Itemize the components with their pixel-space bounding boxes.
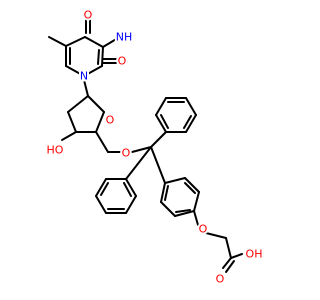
bond: [230, 253, 243, 259]
bonds: [48, 19, 243, 273]
bond: [48, 36, 67, 47]
bond: [95, 178, 107, 197]
bond: [160, 182, 166, 203]
bond: [125, 178, 137, 197]
bond: [184, 182, 196, 194]
atom-label-n1: N: [80, 70, 88, 83]
bond: [83, 79, 89, 97]
atom-label-oh: OH: [246, 248, 263, 261]
bond: [125, 146, 152, 180]
bond: [185, 97, 197, 116]
atom-label-o-phenoxy: O: [199, 223, 208, 236]
bond: [125, 195, 137, 214]
bond: [150, 146, 166, 184]
atom-label-o-carbonyl: O: [216, 273, 225, 286]
bond: [95, 195, 107, 214]
bond: [160, 114, 169, 129]
bond: [184, 177, 200, 193]
bond: [123, 182, 132, 197]
bond: [102, 37, 119, 48]
bond: [193, 191, 200, 212]
bond: [160, 201, 176, 217]
bond: [225, 260, 235, 273]
bond: [65, 36, 86, 47]
bond: [95, 131, 109, 153]
bond: [150, 131, 167, 148]
atom-label-o2: O: [118, 55, 127, 68]
bond: [164, 185, 169, 201]
molecule-structure: O NH O N O HO O O O OH: [45, 7, 265, 288]
bond: [185, 114, 197, 133]
bond: [84, 36, 104, 48]
bond: [155, 114, 167, 133]
bond: [205, 232, 227, 239]
bond: [100, 182, 109, 196]
bond: [87, 95, 105, 113]
bond: [193, 210, 199, 226]
bond: [95, 111, 105, 133]
atom-label-o-ring: O: [106, 114, 115, 127]
atom-label-nh: NH: [116, 31, 133, 44]
bond: [83, 65, 103, 77]
bond: [131, 146, 152, 153]
bond: [174, 210, 195, 217]
bond: [97, 49, 100, 65]
atom-label-ho: HO: [47, 144, 64, 157]
bond: [183, 115, 192, 129]
atom-labels: O NH O N O HO O O O OH: [45, 7, 265, 288]
bond: [222, 257, 232, 269]
bond: [67, 111, 77, 133]
bond: [164, 177, 186, 184]
bond: [225, 237, 232, 259]
bond: [65, 65, 85, 77]
atom-label-o-top: O: [84, 9, 93, 22]
atom-label-o-ether: O: [122, 147, 131, 160]
bond: [61, 131, 77, 141]
bond: [175, 209, 191, 213]
bond: [67, 95, 89, 113]
bond: [155, 97, 167, 116]
